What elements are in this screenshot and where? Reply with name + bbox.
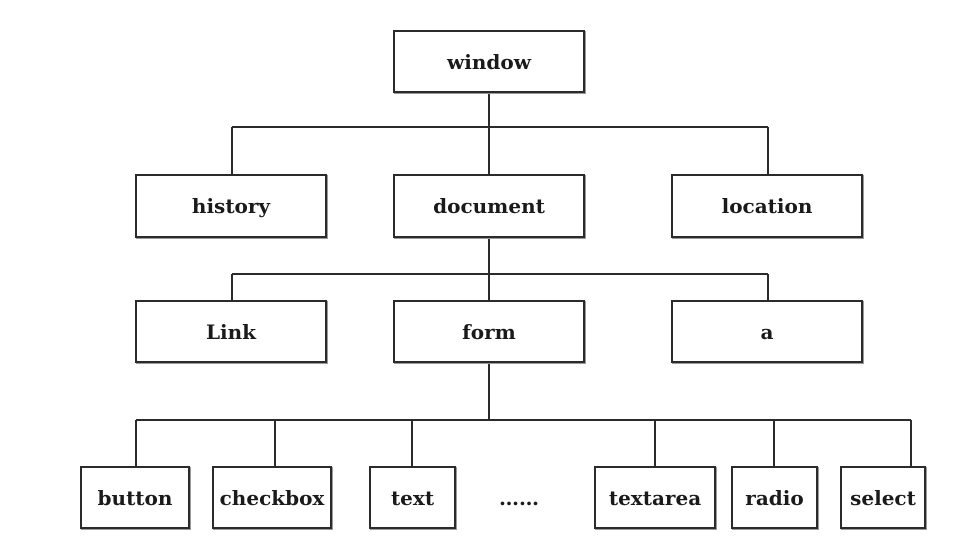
node-checkbox: checkbox — [212, 466, 332, 529]
node-a: a — [671, 300, 863, 363]
node-text: text — [369, 466, 456, 529]
node-link: Link — [135, 300, 327, 363]
node-ellipsis: …… — [499, 485, 539, 510]
node-location: location — [671, 174, 863, 238]
node-textarea: textarea — [594, 466, 716, 529]
node-form: form — [393, 300, 585, 363]
node-radio: radio — [731, 466, 818, 529]
node-button: button — [80, 466, 190, 529]
node-history: history — [135, 174, 327, 238]
node-document: document — [393, 174, 585, 238]
node-select: select — [840, 466, 926, 529]
node-window: window — [393, 30, 585, 93]
